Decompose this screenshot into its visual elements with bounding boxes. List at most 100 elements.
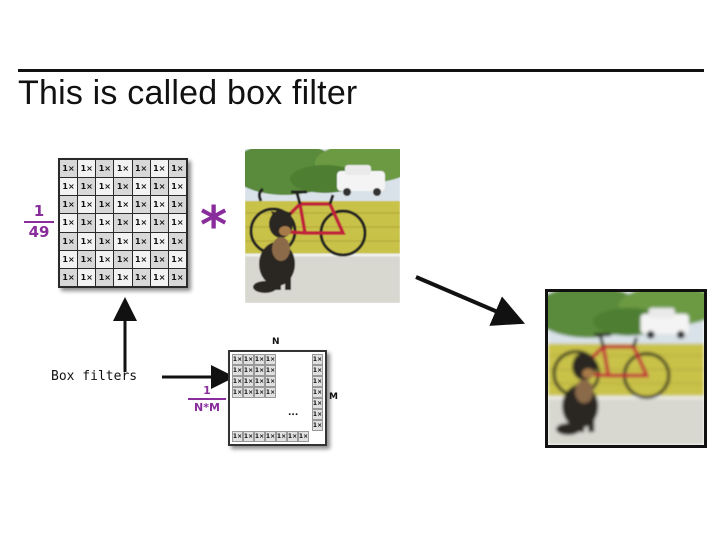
kernel-cell: 1× — [168, 214, 186, 232]
kernel-cell: 1× — [232, 365, 243, 376]
kernel-cell: 1× — [265, 387, 276, 398]
box-filters-label: Box filters — [51, 369, 138, 384]
kernel-cell: 1× — [96, 214, 114, 232]
kernel-cell: 1× — [114, 160, 132, 178]
kernel-cell: 1× — [60, 268, 78, 286]
input-image — [245, 149, 400, 303]
kernel-cell: 1× — [150, 178, 168, 196]
kernel-cell: 1× — [232, 354, 243, 365]
kernel-cell: 1× — [265, 354, 276, 365]
kernel-cell: 1× — [96, 178, 114, 196]
fraction-1-nm: 1 N*M — [188, 385, 226, 413]
kernel-cell: 1× — [168, 232, 186, 250]
output-image — [545, 289, 707, 448]
kernel-cell: 1× — [114, 214, 132, 232]
dim-m-label: M — [329, 392, 338, 402]
kernel-cell: 1× — [150, 214, 168, 232]
kernel-cell: 1× — [312, 365, 323, 376]
kernel-cell: 1× — [243, 354, 254, 365]
kernel-cell: 1× — [254, 387, 265, 398]
box-filter-nm-kernel: 1×1×1×1×1×1×1×1×1×1×1×1×1×1×1×1×1×1×1×1×… — [228, 350, 327, 446]
kernel-cell: 1× — [114, 196, 132, 214]
fraction-denominator: N*M — [194, 401, 220, 414]
kernel-cell: 1× — [96, 268, 114, 286]
kernel-cell: 1× — [312, 420, 323, 431]
kernel-cell: 1× — [132, 250, 150, 268]
kernel-cell: 1× — [254, 354, 265, 365]
kernel-cell: 1× — [96, 196, 114, 214]
kernel-cell: 1× — [243, 387, 254, 398]
kernel-cell: 1× — [150, 160, 168, 178]
kernel-cell: 1× — [132, 196, 150, 214]
dim-n-label: N — [272, 337, 280, 347]
kernel-cell: 1× — [265, 365, 276, 376]
kernel-cell: 1× — [168, 178, 186, 196]
title-rule — [18, 69, 704, 72]
kernel-cell: 1× — [168, 250, 186, 268]
fraction-denominator: 49 — [28, 223, 50, 241]
kernel-cell: 1× — [132, 178, 150, 196]
kernel-cell: 1× — [60, 214, 78, 232]
kernel-cell: 1× — [78, 268, 96, 286]
kernel-cell: 1× — [254, 376, 265, 387]
kernel-cell: 1× — [232, 376, 243, 387]
fraction-bar — [188, 398, 226, 400]
kernel-cell: 1× — [312, 387, 323, 398]
kernel-cell: 1× — [265, 431, 276, 442]
kernel-cell: 1× — [96, 160, 114, 178]
kernel-cell: 1× — [78, 160, 96, 178]
kernel-cell: 1× — [243, 365, 254, 376]
kernel-cell: 1× — [60, 178, 78, 196]
kernel-cell: 1× — [78, 214, 96, 232]
kernel-cell: 1× — [114, 232, 132, 250]
kernel-cell: 1× — [168, 160, 186, 178]
fraction-numerator: 1 — [203, 384, 211, 397]
ellipsis: ... — [288, 408, 299, 418]
fraction-1-49: 1 49 — [24, 204, 54, 240]
kernel-cell: 1× — [114, 250, 132, 268]
kernel-cell: 1× — [232, 431, 243, 442]
kernel-cell: 1× — [60, 160, 78, 178]
kernel-cell: 1× — [312, 409, 323, 420]
kernel-cell: 1× — [243, 376, 254, 387]
kernel-cell: 1× — [60, 250, 78, 268]
convolution-operator: * — [200, 196, 228, 256]
kernel-cell: 1× — [132, 268, 150, 286]
kernel-cell: 1× — [276, 431, 287, 442]
kernel-cell: 1× — [60, 196, 78, 214]
kernel-cell: 1× — [287, 431, 298, 442]
kernel-cell: 1× — [254, 431, 265, 442]
kernel-cell: 1× — [96, 250, 114, 268]
kernel-cell: 1× — [232, 387, 243, 398]
fraction-bar — [24, 221, 54, 223]
kernel-cell: 1× — [254, 365, 265, 376]
kernel-cell: 1× — [132, 232, 150, 250]
kernel-cell: 1× — [265, 376, 276, 387]
kernel-cell: 1× — [150, 268, 168, 286]
kernel-cell: 1× — [132, 214, 150, 232]
kernel-cell: 1× — [78, 250, 96, 268]
kernel-cell: 1× — [312, 398, 323, 409]
kernel-cell: 1× — [168, 196, 186, 214]
kernel-cell: 1× — [114, 178, 132, 196]
kernel-cell: 1× — [168, 268, 186, 286]
kernel-cell: 1× — [96, 232, 114, 250]
slide-title: This is called box filter — [18, 74, 358, 112]
kernel-cell: 1× — [243, 431, 254, 442]
kernel-cell: 1× — [78, 178, 96, 196]
fraction-numerator: 1 — [33, 202, 45, 220]
kernel-cell: 1× — [60, 232, 78, 250]
kernel-cell: 1× — [312, 376, 323, 387]
kernel-cell: 1× — [312, 354, 323, 365]
kernel-cell: 1× — [150, 196, 168, 214]
kernel-cell: 1× — [150, 250, 168, 268]
box-filter-7x7-kernel: 1×1×1×1×1×1×1×1×1×1×1×1×1×1×1×1×1×1×1×1×… — [58, 158, 188, 288]
arrow-to-output — [415, 275, 526, 326]
kernel-cell: 1× — [298, 431, 309, 442]
kernel-cell: 1× — [150, 232, 168, 250]
kernel-cell: 1× — [132, 160, 150, 178]
kernel-cell: 1× — [78, 196, 96, 214]
kernel-cell: 1× — [114, 268, 132, 286]
kernel-cell: 1× — [78, 232, 96, 250]
